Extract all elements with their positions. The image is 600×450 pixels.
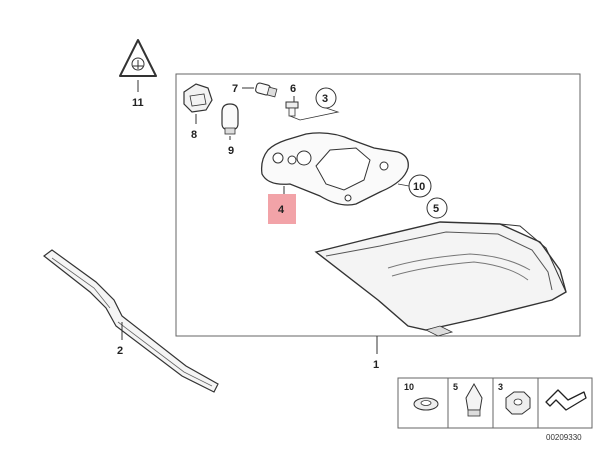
gasket-icon	[260, 132, 409, 206]
trim-strip-icon	[43, 249, 219, 393]
callout-2: 2	[117, 345, 123, 357]
washer-icon	[413, 397, 439, 411]
clip-nut-icon	[465, 382, 483, 417]
hex-nut-icon	[505, 391, 531, 415]
bulb-icon	[221, 103, 239, 135]
callout-3: 3	[322, 93, 328, 105]
callout-10: 10	[413, 181, 425, 193]
callout-6: 6	[290, 83, 296, 95]
screw-icon	[285, 101, 299, 117]
assembly-frame	[175, 73, 581, 337]
warning-label-icon	[119, 39, 157, 77]
fastener-symbol-icon	[545, 389, 587, 411]
legend-label-3: 3	[498, 382, 503, 392]
highlight-part-4	[268, 194, 296, 224]
callout-5: 5	[433, 203, 439, 215]
callout-1: 1	[373, 359, 379, 371]
legend-label-5: 5	[453, 382, 458, 392]
small-bulb-icon	[255, 82, 278, 98]
callout-4: 4	[278, 204, 285, 216]
callout-9: 9	[228, 145, 234, 157]
catalog-number: 00209330	[546, 433, 582, 442]
callout-11: 11	[132, 97, 144, 109]
callout-5-circle	[426, 197, 448, 219]
callout-8: 8	[191, 129, 197, 141]
bulb-socket-icon	[183, 83, 213, 113]
callout-7: 7	[232, 83, 238, 95]
legend-label-10: 10	[404, 382, 414, 392]
tail-lamp-icon	[314, 221, 567, 337]
